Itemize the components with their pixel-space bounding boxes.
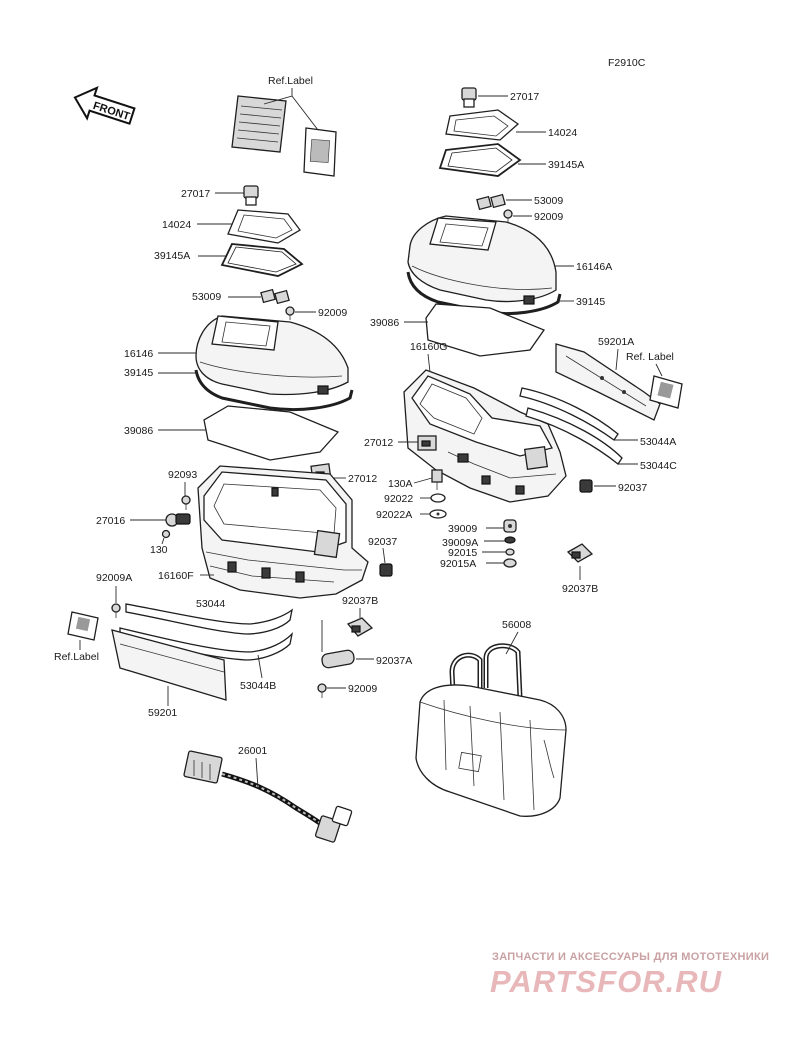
part-92009A (111, 603, 121, 618)
label-92093: 92093 (168, 469, 197, 481)
label-53044A: 53044A (640, 436, 676, 448)
part-53044 (125, 603, 293, 635)
label-16160F: 16160F (158, 570, 194, 582)
label-92009-left-1: 92009 (318, 307, 347, 319)
part-39145A-left (220, 243, 304, 277)
label-92037-right: 92037 (618, 482, 647, 494)
part-39086-left (203, 405, 340, 461)
label-53009-left: 53009 (192, 291, 221, 303)
label-59201A: 59201A (598, 336, 634, 348)
label-92037-left: 92037 (368, 536, 397, 548)
label-14024-left: 14024 (162, 219, 191, 231)
label-ref-label-right: Ref. Label (626, 351, 674, 363)
part-16146-left-lid (195, 315, 349, 396)
part-56008-bag (415, 643, 567, 817)
label-16146-left: 16146 (124, 348, 153, 360)
label-92022A: 92022A (376, 509, 412, 521)
front-arrow: FRONT (73, 86, 136, 125)
label-39145-right: 39145 (576, 296, 605, 308)
label-16160G: 16160G (410, 341, 447, 353)
part-27017-right (461, 87, 477, 108)
part-39145A-right (438, 143, 522, 177)
label-39145-left: 39145 (124, 367, 153, 379)
label-92037A: 92037A (376, 655, 412, 667)
ref-label-sheets-top (231, 95, 337, 177)
part-16160G-right-case (403, 369, 567, 503)
label-39145A-left: 39145A (154, 250, 190, 262)
part-92015 (505, 548, 515, 556)
label-39145A-right: 39145A (548, 159, 584, 171)
label-92009-left-2: 92009 (348, 683, 377, 695)
part-59201-left (111, 629, 227, 701)
part-92093 (181, 495, 191, 510)
part-92009-right (503, 209, 513, 224)
label-ref-label-top: Ref.Label (268, 75, 313, 87)
part-27017-left (243, 185, 259, 206)
label-39086-right: 39086 (370, 317, 399, 329)
part-39009 (503, 519, 517, 533)
part-39009A (504, 536, 516, 544)
label-92037B-right: 92037B (562, 583, 598, 595)
part-92009-left-1 (285, 306, 295, 320)
label-59201-left: 59201 (148, 707, 177, 719)
part-53009-right (476, 193, 506, 211)
part-92009-left-2 (317, 683, 327, 698)
label-53044B: 53044B (240, 680, 276, 692)
part-16146A-right-lid (407, 215, 557, 305)
label-53044C: 53044C (640, 460, 677, 472)
part-27016-lock (165, 513, 191, 527)
label-16146A: 16146A (576, 261, 612, 273)
label-27017-left: 27017 (181, 188, 210, 200)
label-39086-left: 39086 (124, 425, 153, 437)
ref-label-sticker-left (67, 611, 99, 641)
part-130 (161, 529, 171, 539)
label-39009A: 39009A (442, 537, 478, 549)
label-39009: 39009 (448, 523, 477, 535)
part-92037B-left (346, 617, 374, 637)
part-92037B-right (566, 543, 594, 563)
label-27016: 27016 (96, 515, 125, 527)
part-53009-left (260, 288, 290, 305)
watermark-tagline: ЗАПЧАСТИ И АКСЕССУАРЫ ДЛЯ МОТОТЕХНИКИ (492, 951, 769, 963)
label-53044: 53044 (196, 598, 225, 610)
label-26001: 26001 (238, 745, 267, 757)
part-14024-right (445, 109, 520, 141)
part-27012-right (417, 435, 437, 451)
label-92022: 92022 (384, 493, 413, 505)
label-27012-left: 27012 (348, 473, 377, 485)
part-92037A (321, 649, 355, 669)
label-14024-right: 14024 (548, 127, 577, 139)
part-14024-left (227, 209, 301, 244)
label-27012-right: 27012 (364, 437, 393, 449)
label-56008: 56008 (502, 619, 531, 631)
ref-label-sticker-right (649, 375, 683, 409)
label-130A: 130A (388, 478, 413, 490)
part-92015A (503, 558, 517, 568)
figure-code: F2910C (608, 57, 646, 69)
part-130A (431, 469, 443, 490)
part-39145-left (194, 369, 354, 411)
part-59201A-right-plate (555, 343, 661, 421)
part-92022 (430, 493, 446, 503)
label-53009-right: 53009 (534, 195, 563, 207)
part-26001-harness (183, 750, 353, 843)
part-92037-right (579, 479, 593, 493)
part-92037-left (379, 563, 393, 577)
label-92009A: 92009A (96, 572, 132, 584)
part-16160F-left-case (197, 465, 369, 599)
label-130: 130 (150, 544, 168, 556)
label-92037B-left: 92037B (342, 595, 378, 607)
label-92009-right: 92009 (534, 211, 563, 223)
label-92015: 92015 (448, 547, 477, 559)
watermark-brand: PARTSFOR.RU (490, 964, 723, 999)
label-92015A: 92015A (440, 558, 476, 570)
label-ref-label-left: Ref.Label (54, 651, 99, 663)
label-27017-right: 27017 (510, 91, 539, 103)
